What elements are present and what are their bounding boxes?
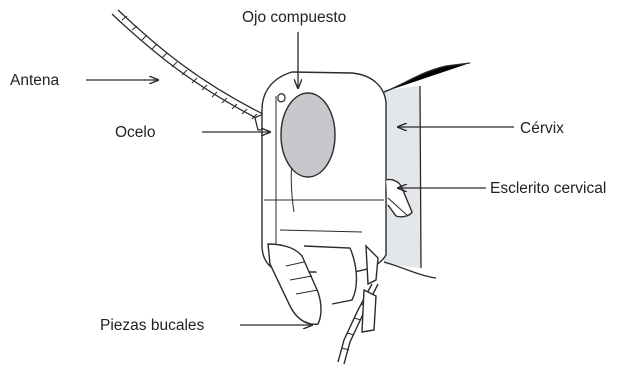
label-ocellus: Ocelo [115,125,156,141]
label-cervix: Cérvix [520,121,564,137]
label-cervical-sclerite: Esclerito cervical [490,181,606,197]
cervix-shape [384,63,470,278]
compound-eye [281,93,335,177]
label-antenna: Antena [10,73,59,89]
label-mouthparts: Piezas bucales [100,318,204,334]
antenna [112,10,278,130]
label-compound-eye: Ojo compuesto [242,10,346,26]
